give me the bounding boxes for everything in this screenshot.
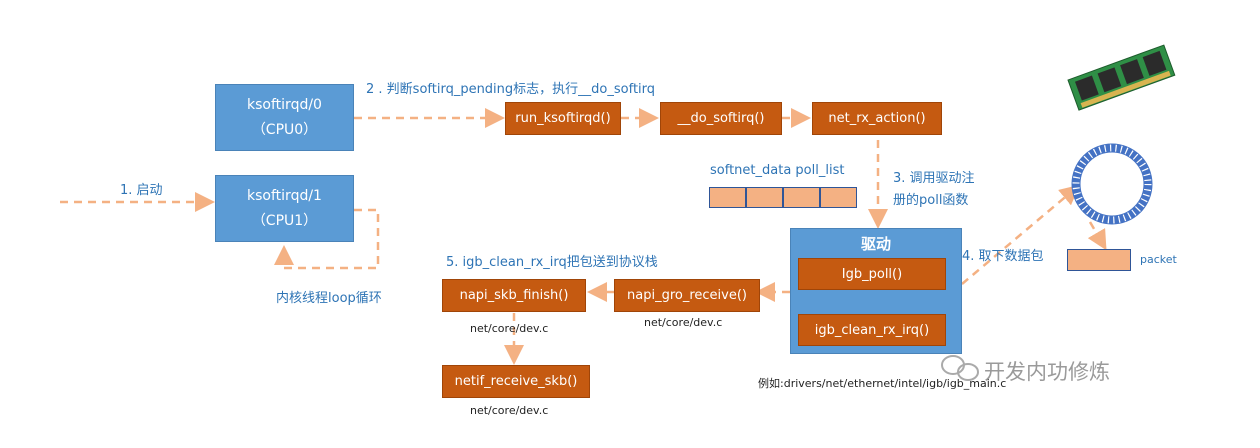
wechat-icon (941, 355, 979, 381)
path-gro-label: net/core/dev.c (644, 316, 723, 329)
run-ksoftirqd-label: run_ksoftirqd() (515, 111, 611, 126)
loop-label: 内核线程loop循环 (276, 291, 382, 306)
packet-box (1067, 249, 1131, 271)
ksoftirqd0-name: ksoftirqd/0 (247, 96, 322, 113)
arrow-to-ring (961, 184, 1080, 285)
ksoftirqd0-cpu: （CPU0） (251, 121, 318, 138)
ring-buffer-icon (1071, 143, 1153, 225)
igb-clean-rx-irq-label: igb_clean_rx_irq() (814, 322, 930, 338)
ksoftirqd1-cpu: （CPU1） (251, 212, 318, 229)
igb-clean-rx-irq-box: igb_clean_rx_irq() (798, 314, 946, 346)
step4-label: 4. 取下数据包 (962, 249, 1044, 264)
poll-list-cell-4 (820, 187, 857, 208)
napi-gro-receive-box: napi_gro_receive() (614, 279, 760, 312)
netif-receive-skb-box: netif_receive_skb() (442, 365, 590, 398)
step3-label-line2: 册的poll函数 (893, 193, 969, 208)
ksoftirqd1-name: ksoftirqd/1 (247, 187, 322, 204)
driver-title: 驱动 (860, 235, 891, 253)
step1-label: 1. 启动 (120, 183, 163, 198)
step3-label-line1: 3. 调用驱动注 (893, 171, 975, 186)
do-softirq-label: __do_softirq() (677, 111, 765, 126)
path-netif-label: net/core/dev.c (470, 404, 549, 417)
arrow-loop (274, 208, 380, 270)
napi-skb-finish-box: napi_skb_finish() (442, 279, 586, 312)
net-rx-action-label: net_rx_action() (828, 111, 926, 126)
arrow-ring-to-packet (1087, 221, 1107, 251)
driver-example-label: 例如:drivers/net/ethernet/intel/igb/igb_ma… (758, 377, 1007, 390)
step5-label: 5. igb_clean_rx_irq把包送到协议栈 (446, 255, 658, 270)
watermark-text: 开发内功修炼 (984, 360, 1110, 384)
run-ksoftirqd-box: run_ksoftirqd() (505, 102, 621, 135)
packet-label: packet (1140, 253, 1177, 266)
net-rx-action-box: net_rx_action() (812, 102, 942, 135)
igb-poll-box: Igb_poll() (798, 258, 946, 290)
do-softirq-box: __do_softirq() (660, 102, 782, 135)
igb-poll-label: Igb_poll() (841, 266, 903, 282)
step2-label: 2 . 判断softirq_pending标志，执行__do_softirq (366, 82, 656, 97)
poll-list-cell-1 (709, 187, 746, 208)
path-skb-finish-label: net/core/dev.c (470, 322, 549, 335)
napi-skb-finish-label: napi_skb_finish() (459, 288, 569, 303)
poll-list-cell-3 (783, 187, 820, 208)
netif-receive-skb-label: netif_receive_skb() (454, 374, 578, 389)
ksoftirqd1-box: ksoftirqd/1 （CPU1） (215, 175, 354, 242)
poll-list-label: softnet_data poll_list (710, 163, 845, 178)
poll-list-cell-2 (746, 187, 783, 208)
napi-gro-receive-label: napi_gro_receive() (627, 288, 747, 303)
ksoftirqd0-box: ksoftirqd/0 （CPU0） (215, 84, 354, 151)
memory-module-icon (1067, 44, 1176, 111)
